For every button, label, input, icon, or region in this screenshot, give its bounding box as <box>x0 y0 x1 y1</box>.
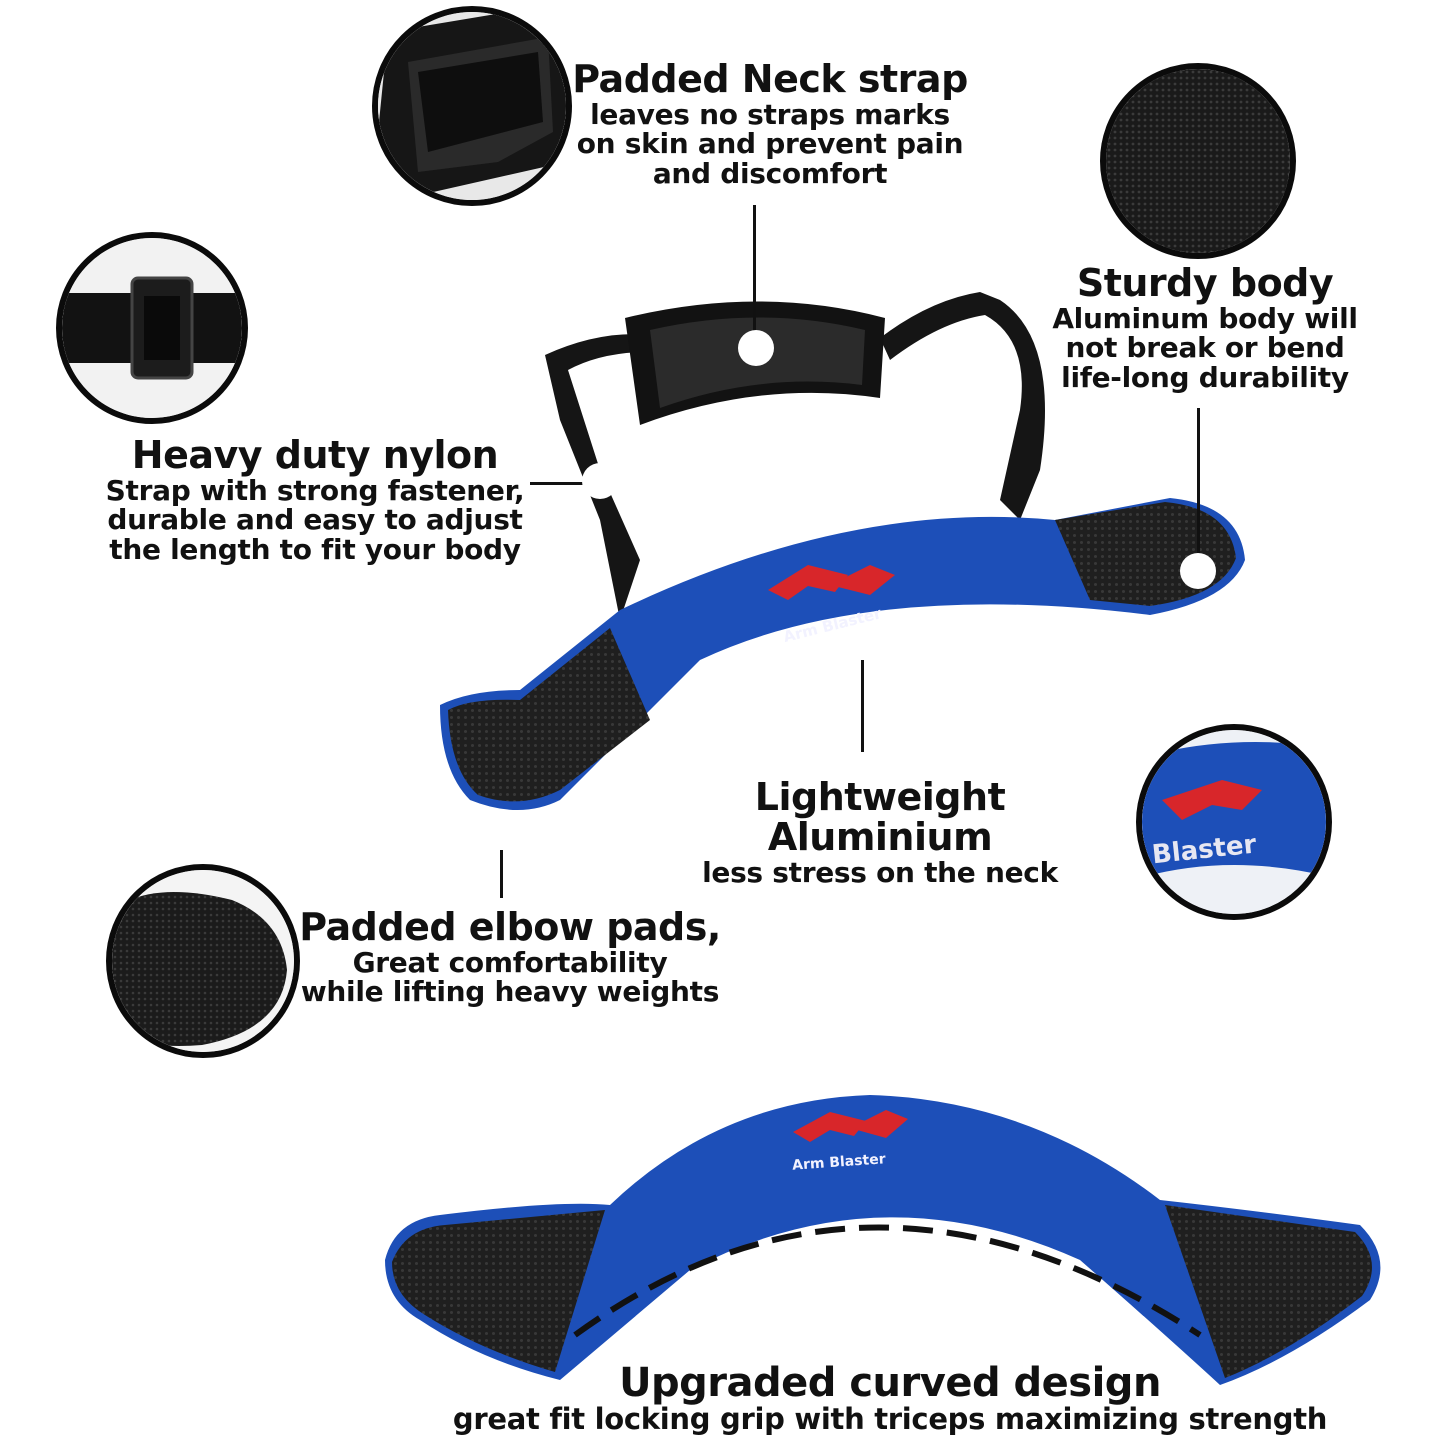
callout-nylon: Heavy duty nylon Strap with strong faste… <box>95 433 535 566</box>
detail-body-mesh-circle <box>1100 63 1296 259</box>
callout-elbow-pads: Padded elbow pads, Great comfortability … <box>290 905 730 1009</box>
callout-sturdy-body-line-2: not break or bend <box>1065 331 1345 365</box>
callout-aluminium: Lightweight Aluminium less stress on the… <box>640 775 1120 889</box>
marker-dot-aluminium <box>845 627 881 663</box>
detail-logo-circle: Blaster <box>1136 724 1332 920</box>
callout-elbow-pads-line-2: while lifting heavy weights <box>300 975 720 1009</box>
callout-sturdy-body-title: Sturdy body <box>1076 261 1334 305</box>
callout-sturdy-body-line-1: Aluminum body will <box>1052 301 1358 335</box>
callout-nylon-title: Heavy duty nylon <box>131 433 499 477</box>
leader-line-sturdy <box>1197 408 1200 553</box>
callout-sturdy-body: Sturdy body Aluminum body will not break… <box>1035 261 1375 394</box>
marker-dot-nylon <box>582 463 618 499</box>
detail-elbow-pad-circle <box>106 864 300 1058</box>
callout-elbow-pads-line-1: Great comfortability <box>352 945 668 979</box>
detail-neck-pad-circle <box>372 6 572 206</box>
callout-curved-title: Upgraded curved design <box>619 1360 1161 1406</box>
callout-neck-strap-line-2: on skin and prevent pain <box>576 127 964 161</box>
callout-nylon-line-2: durable and easy to adjust <box>107 503 523 537</box>
elbow-pad-closeup-image <box>112 870 294 1052</box>
buckle-closeup-image <box>62 238 242 418</box>
detail-buckle-circle <box>56 232 248 424</box>
marker-dot-neck <box>738 330 774 366</box>
callout-elbow-pads-title: Padded elbow pads, <box>299 905 721 949</box>
callout-neck-strap-title: Padded Neck strap <box>572 57 968 101</box>
callout-neck-strap-line-1: leaves no straps marks <box>590 97 950 131</box>
brand-label-bottom: Arm Blaster <box>792 1151 887 1173</box>
callout-curved-line-1: great fit locking grip with triceps maxi… <box>452 1402 1328 1436</box>
callout-curved: Upgraded curved design great fit locking… <box>400 1362 1380 1434</box>
leader-line-nylon <box>530 482 588 485</box>
leader-line-elbow <box>500 850 503 898</box>
callout-neck-strap-line-3: and discomfort <box>652 156 888 190</box>
marker-dot-elbow <box>484 816 520 852</box>
callout-nylon-line-1: Strap with strong fastener, <box>105 473 525 507</box>
neck-pad-closeup-image <box>378 12 566 200</box>
marker-dot-sturdy <box>1180 553 1216 589</box>
callout-aluminium-title: Lightweight Aluminium <box>754 775 1006 859</box>
leader-line-aluminium <box>861 660 864 752</box>
callout-sturdy-body-line-3: life-long durability <box>1061 360 1349 394</box>
callout-aluminium-line-1: less stress on the neck <box>702 855 1058 889</box>
logo-closeup-image: Blaster <box>1142 730 1326 914</box>
leader-line-neck <box>753 205 756 340</box>
mesh-closeup-image <box>1106 69 1290 253</box>
callout-neck-strap: Padded Neck strap leaves no straps marks… <box>560 57 980 190</box>
callout-nylon-line-3: the length to fit your body <box>109 532 521 566</box>
